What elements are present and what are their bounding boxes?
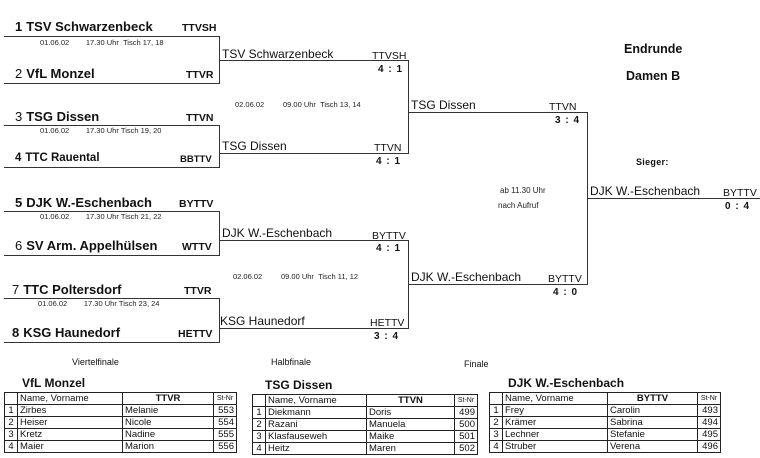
qf3-top-assoc: BYTTV: [179, 198, 214, 210]
roster-1-team: VfL Monzel: [22, 376, 86, 390]
qf1-schedule: 01.06.02 17.30 Uhr Tisch 17, 18: [40, 38, 164, 47]
final-time: ab 11.30 Uhr: [500, 186, 546, 195]
roster-header-row: Name, Vorname TTVN St-Nr: [252, 394, 478, 407]
final-bottom-score: 4 : 0: [553, 287, 579, 298]
sf1-bottom-assoc: TTVN: [374, 142, 402, 154]
sf1-top-score: 4 : 1: [378, 64, 404, 75]
round-label-quarterfinal: Viertelfinale: [72, 357, 119, 367]
roster-header-row: Name, Vorname BYTTV St-Nr: [489, 392, 721, 405]
col-assoc-header: BYTTV: [607, 392, 698, 405]
sf1-bottom-team: TSG Dissen: [222, 139, 287, 153]
qf4-top-assoc: TTVR: [184, 285, 212, 297]
winner-assoc: BYTTV: [723, 187, 757, 199]
sf1-bottom-score: 4 : 1: [376, 156, 402, 167]
qf2-top-assoc: TTVN: [186, 112, 214, 124]
col-assoc-header: TTVR: [122, 392, 214, 405]
final-top-team: TSG Dissen: [411, 98, 476, 112]
col-name-header: Name, Vorname: [265, 394, 367, 407]
final-bottom-team: DJK W.-Eschenbach: [411, 270, 522, 284]
roster-header-row: Name, Vorname TTVR St-Nr: [4, 392, 237, 405]
col-name-header: Name, Vorname: [17, 392, 123, 405]
sf2-bottom-assoc: HETTV: [370, 317, 405, 329]
roster-2-team: TSG Dissen: [265, 378, 333, 392]
sf2-top-team: DJK W.-Eschenbach: [222, 226, 333, 240]
sf2-schedule: 02.06.02 09.00 Uhr Tisch 11, 12: [233, 272, 359, 281]
qf4-schedule: 01.06.02 17.30 Uhr Tisch 23, 24: [38, 299, 160, 308]
sf1-top-team: TSV Schwarzenbeck: [222, 47, 334, 61]
sf2-top-assoc: BYTTV: [372, 230, 406, 242]
winner-label: Sieger:: [636, 157, 669, 167]
qf1-top-assoc: TTVSH: [182, 22, 217, 34]
roster-3-team: DJK W.-Eschenbach: [508, 376, 625, 390]
qf2-schedule: 01.06.02 17.30 Uhr Tisch 19, 20: [40, 126, 162, 135]
col-stnr-header: St-Nr: [454, 394, 478, 407]
sf1-top-assoc: TTVSH: [372, 50, 407, 62]
sf2-top-score: 4 : 1: [376, 243, 402, 254]
col-stnr-header: St-Nr: [213, 392, 237, 405]
final-top-score: 3 : 4: [555, 115, 581, 126]
round-label-semifinal: Halbfinale: [271, 357, 312, 367]
bracket-subtitle: Damen B: [626, 69, 681, 83]
col-name-header: Name, Vorname: [502, 392, 608, 405]
round-label-final: Finale: [464, 359, 489, 369]
qf3-bottom-assoc: WTTV: [182, 241, 212, 253]
qf4-bottom-assoc: HETTV: [178, 328, 213, 340]
col-stnr-header: St-Nr: [697, 392, 721, 405]
qf1-bottom-assoc: TTVR: [186, 69, 214, 81]
winner-score: 0 : 4: [725, 201, 751, 212]
bracket-title: Endrunde: [624, 42, 683, 56]
sf2-bottom-team: KSG Haunedorf: [220, 314, 305, 328]
sf1-schedule: 02.06.02 09.00 Uhr Tisch 13, 14: [235, 100, 361, 109]
final-top-assoc: TTVN: [549, 101, 577, 113]
final-bottom-assoc: BYTTV: [548, 273, 582, 285]
winner-team: DJK W.-Eschenbach: [590, 184, 701, 198]
col-assoc-header: TTVN: [366, 394, 455, 407]
qf3-schedule: 01.06.02 17.30 Uhr Tisch 21, 22: [40, 212, 162, 221]
final-note: nach Aufruf: [498, 201, 539, 210]
qf2-bottom-assoc: BBTTV: [180, 154, 212, 165]
sf2-bottom-score: 3 : 4: [374, 331, 400, 342]
